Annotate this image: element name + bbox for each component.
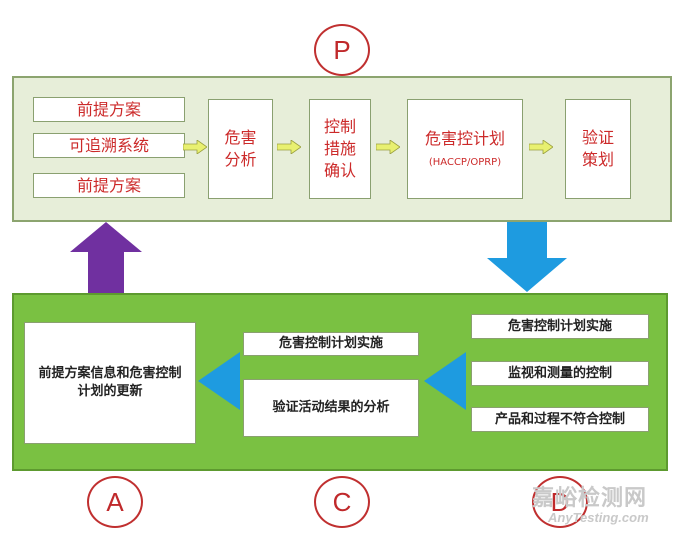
arrow-right-icon: [529, 140, 553, 154]
nonconformity-label: 产品和过程不符合控制: [494, 411, 625, 427]
input-traceability-label: 可追溯系统: [68, 135, 149, 155]
step-control-line2: 措施: [323, 139, 356, 158]
step-plan-title: 危害控计划: [424, 129, 505, 148]
phase-a-circle: A: [87, 476, 143, 528]
monitoring-label: 监视和测量的控制: [507, 365, 612, 381]
monitoring-box: 监视和测量的控制: [471, 361, 649, 386]
phase-p-circle: P: [314, 24, 370, 76]
update-box: 前提方案信息和危害控制 计划的更新: [24, 322, 196, 444]
arrow-right-icon: [277, 140, 301, 154]
implement-box: 危害控制计划实施: [243, 332, 419, 356]
input-traceability: 可追溯系统: [33, 133, 185, 158]
phase-a-label: A: [106, 486, 124, 517]
nonconformity-box: 产品和过程不符合控制: [471, 407, 649, 432]
step-hazard-line1: 危害: [224, 128, 257, 147]
arrow-up-icon: [70, 222, 142, 294]
step-hazard-control-plan: 危害控计划 (HACCP/OPRP): [407, 99, 523, 199]
triangle-left-icon: [424, 352, 466, 410]
step-verify-line1: 验证: [581, 128, 614, 147]
step-verify-plan: 验证 策划: [565, 99, 631, 199]
input-prerequisite-1-label: 前提方案: [76, 99, 141, 119]
step-verify-line2: 策划: [581, 150, 614, 169]
input-prerequisite-1: 前提方案: [33, 97, 185, 122]
step-hazard-line2: 分析: [224, 150, 257, 169]
step-hazard-analysis: 危害 分析: [208, 99, 273, 199]
right-implement-label: 危害控制计划实施: [507, 318, 612, 334]
input-prerequisite-2: 前提方案: [33, 173, 185, 198]
phase-d-label: D: [550, 486, 570, 517]
phase-c-circle: C: [314, 476, 370, 528]
triangle-left-icon: [198, 352, 240, 410]
analysis-box: 验证活动结果的分析: [243, 379, 419, 437]
right-implement-box: 危害控制计划实施: [471, 314, 649, 339]
update-line2: 计划的更新: [77, 384, 143, 399]
analysis-label: 验证活动结果的分析: [272, 400, 390, 415]
watermark-cn: 嘉峪检测网: [532, 486, 648, 511]
update-line1: 前提方案信息和危害控制: [38, 366, 182, 381]
watermark-en: AnyTesting.com: [548, 510, 649, 525]
implement-label: 危害控制计划实施: [278, 336, 383, 351]
step-control-confirm: 控制 措施 确认: [309, 99, 371, 199]
input-prerequisite-2-label: 前提方案: [76, 175, 141, 195]
step-control-line3: 确认: [323, 161, 356, 180]
arrow-down-icon: [487, 222, 567, 292]
step-control-line1: 控制: [323, 117, 356, 136]
phase-c-label: C: [332, 486, 352, 517]
arrow-right-icon: [376, 140, 400, 154]
phase-p-label: P: [333, 34, 351, 65]
arrow-right-icon: [183, 140, 207, 154]
step-plan-subtitle: (HACCP/OPRP): [428, 157, 502, 168]
phase-d-circle: D: [532, 476, 588, 528]
